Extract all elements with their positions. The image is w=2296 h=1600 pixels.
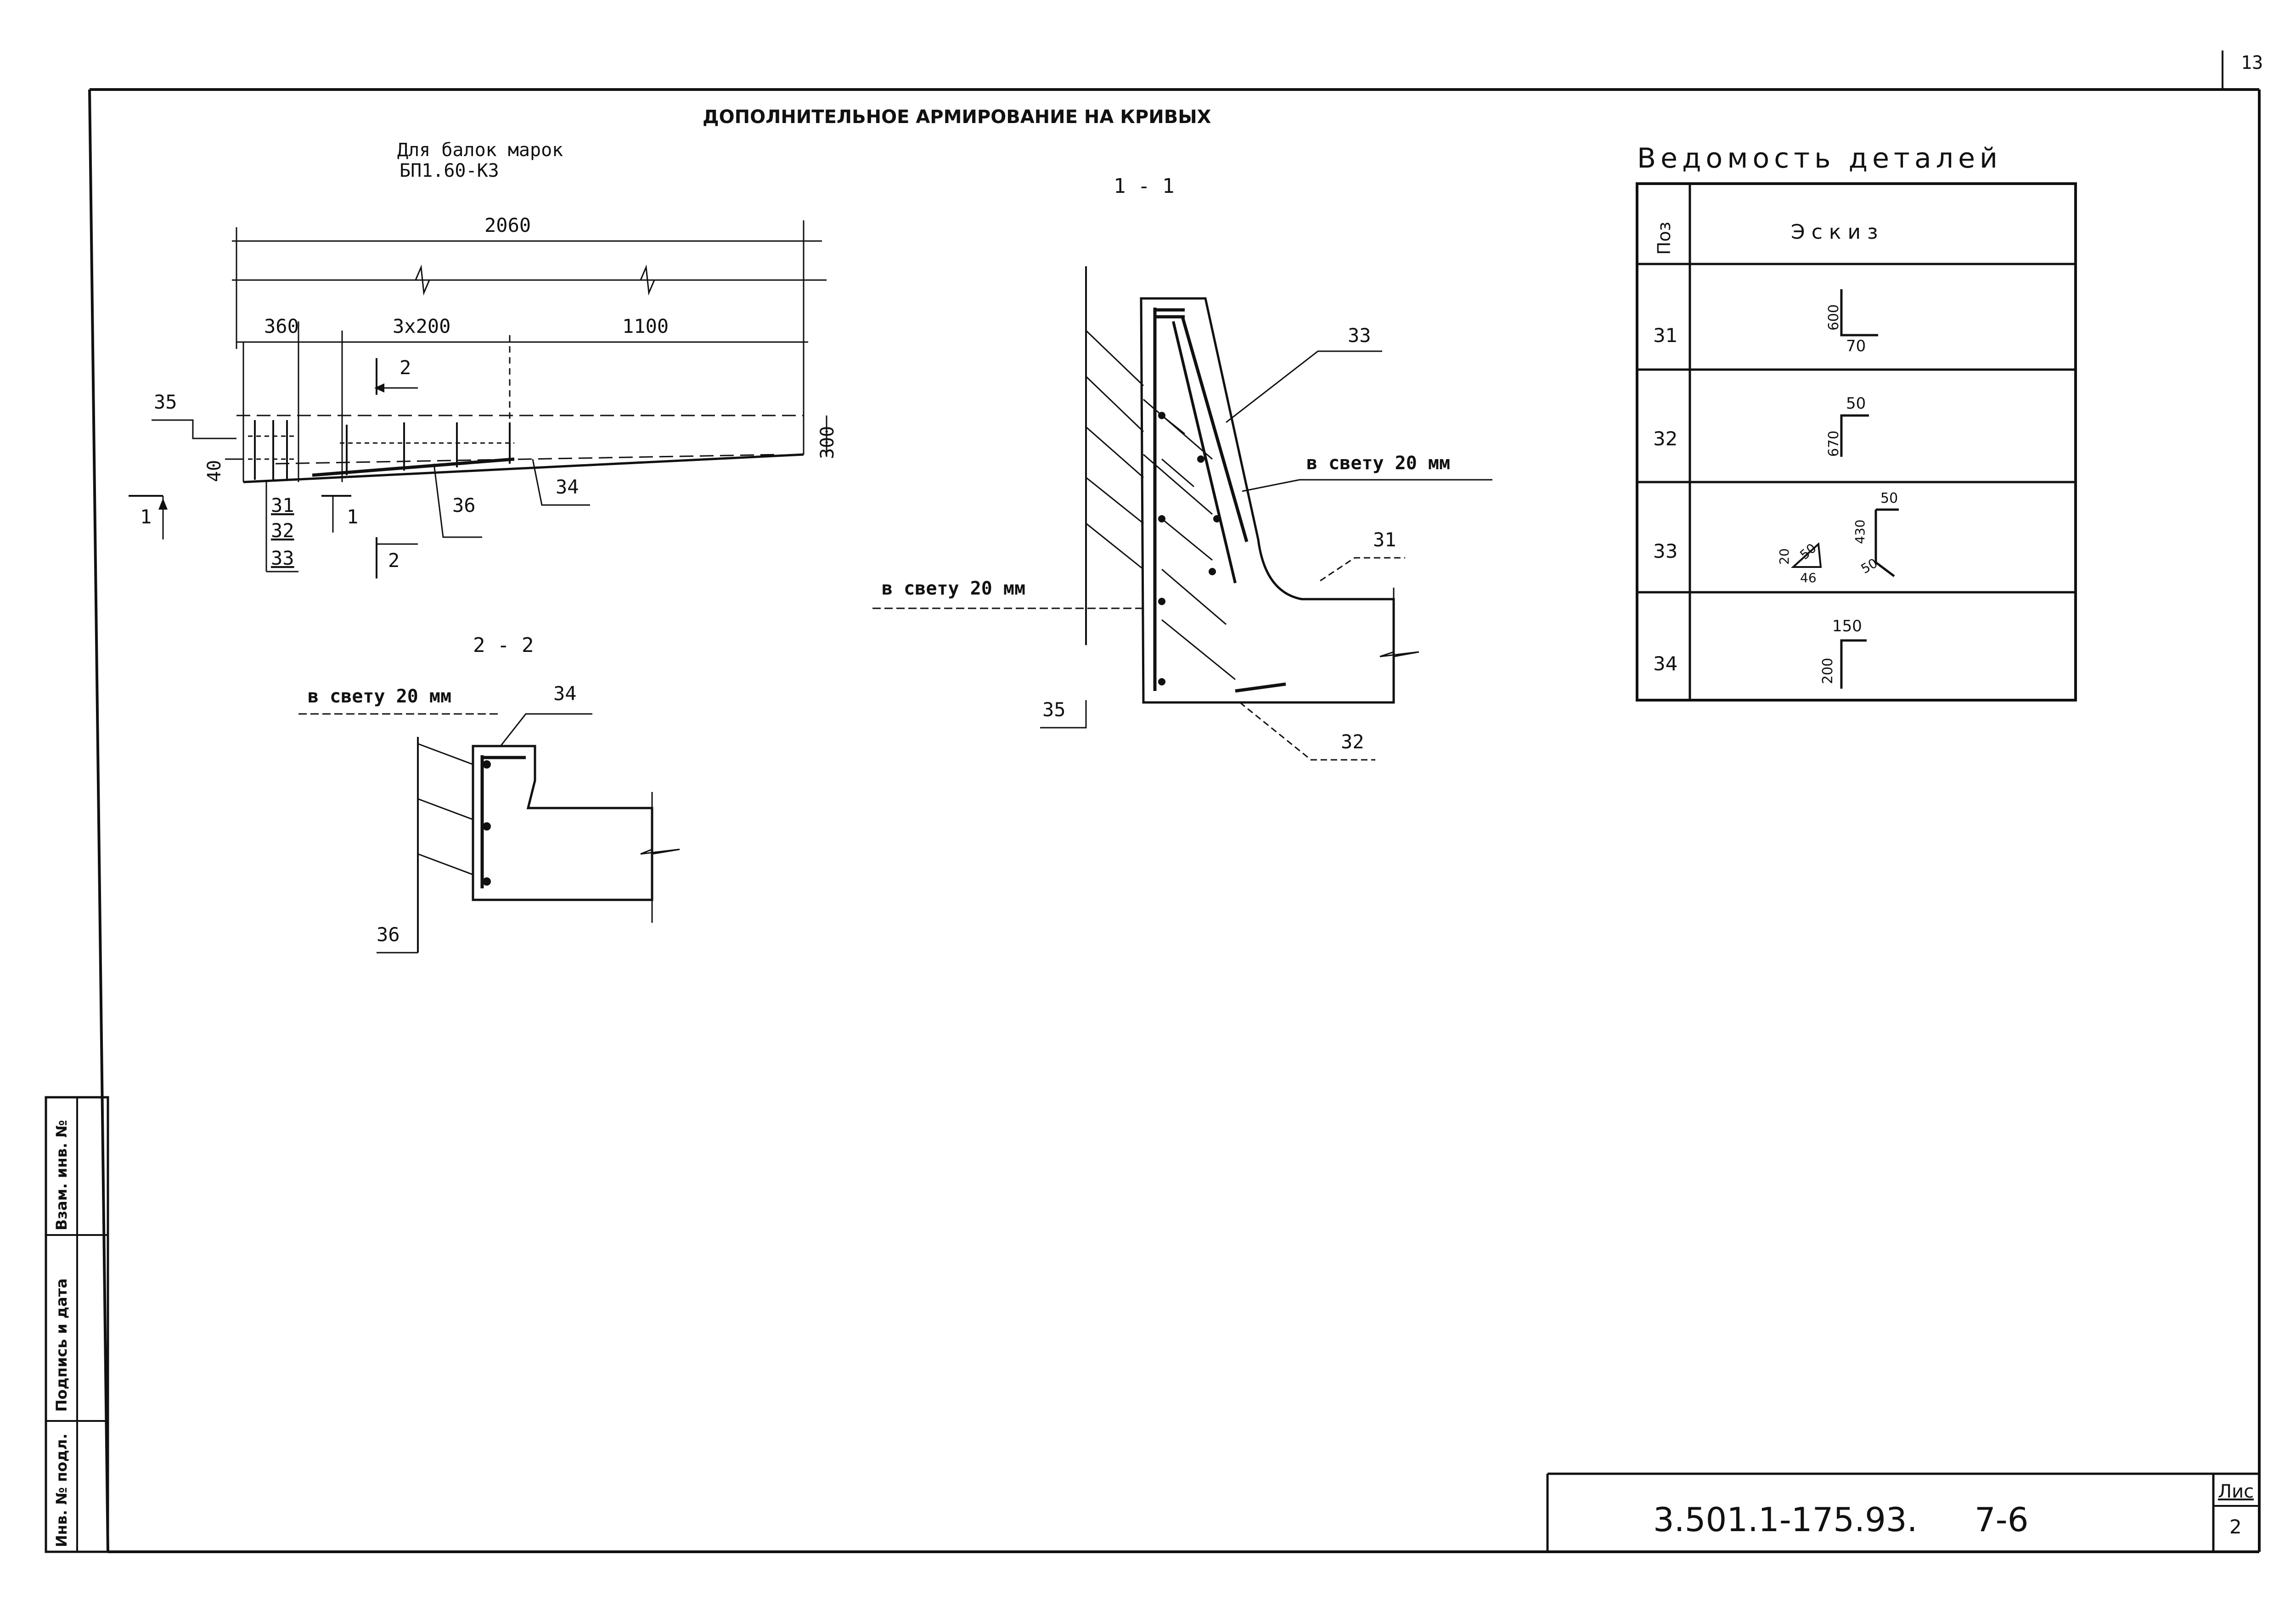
cut-1-1-marker: 1 1 — [129, 495, 358, 539]
schedule-row-34: 34 150 200 — [1653, 617, 1867, 689]
dim-360: 360 — [264, 315, 299, 337]
cut-1-mid-label: 1 — [347, 505, 358, 528]
schedule-dim: 50 — [1797, 540, 1819, 562]
schedule-dim: 200 — [1820, 658, 1836, 684]
elev-pos-34: 34 — [556, 476, 579, 498]
dim-3x200: 3х200 — [393, 315, 450, 337]
section-2-2: 2 - 2 в свету 20 мм 34 36 — [298, 634, 680, 954]
section-2-2-pos-36: 36 — [377, 923, 400, 946]
document-designation: 3.501.1-175.93. — [1653, 1500, 1918, 1539]
sheet-number: 2 — [2229, 1516, 2242, 1538]
cut-1-left-label: 1 — [140, 505, 152, 528]
schedule-title: Ведомость деталей — [1637, 142, 2002, 174]
elev-pos-36: 36 — [452, 494, 476, 516]
schedule-dim: 70 — [1846, 337, 1866, 355]
elev-pos-31: 31 — [271, 494, 294, 516]
section-2-2-pos-34: 34 — [553, 682, 577, 705]
section-1-1-pos-31: 31 — [1373, 528, 1396, 551]
section-1-1: 1 - 1 33 в свету — [872, 174, 1492, 761]
dim-2060: 2060 — [484, 214, 531, 236]
schedule-dim: 20 — [1777, 548, 1792, 565]
schedule-row-33: 33 20 50 46 430 50 50 — [1653, 490, 1899, 585]
schedule-col-sketch: Эскиз — [1791, 220, 1884, 244]
schedule-row-32: 32 50 670 — [1653, 394, 1869, 457]
schedule-row-31: 31 600 70 — [1653, 289, 1878, 355]
section-1-1-clear-note-left: в свету 20 мм — [882, 578, 1025, 599]
sheet-code: 7-6 — [1975, 1500, 2029, 1539]
cut-2-bottom-label: 2 — [388, 549, 400, 572]
section-2-2-title: 2 - 2 — [473, 634, 534, 657]
elev-pos-33: 33 — [271, 547, 294, 569]
section-1-1-title: 1 - 1 — [1114, 174, 1174, 198]
schedule-pos: 33 — [1653, 540, 1677, 562]
page-number: 13 — [2241, 52, 2263, 73]
schedule-dim: 150 — [1832, 617, 1862, 635]
title-block: 3.501.1-175.93. 7-6 Лис 2 — [1546, 1472, 2259, 1552]
beam-note-line2: БП1.60-К3 — [400, 160, 499, 181]
dim-300: 300 — [817, 426, 838, 459]
section-1-1-pos-33: 33 — [1348, 324, 1371, 347]
schedule-dim: 50 — [1880, 490, 1898, 506]
schedule-dim: 600 — [1826, 304, 1842, 331]
section-2-2-clear-note: в свету 20 мм — [308, 686, 451, 707]
stamp-inv-podl: Инв. № подл. — [53, 1433, 70, 1547]
elev-pos-32: 32 — [271, 519, 294, 542]
schedule-pos: 34 — [1653, 652, 1677, 675]
beam-note-line1: Для балок марок — [397, 140, 563, 161]
sheet-label: Лис — [2218, 1481, 2254, 1502]
schedule-dim: 670 — [1826, 431, 1842, 457]
elevation-stirrups — [248, 420, 514, 480]
stamp-vzam-inv: Взам. инв. № — [53, 1120, 70, 1230]
schedule-dim: 46 — [1800, 570, 1817, 585]
sheet-frame: 13 — [88, 51, 2263, 1553]
cut-2-2-marker: 2 2 — [374, 356, 418, 578]
schedule-dim: 50 — [1846, 394, 1866, 413]
dim-1100: 1100 — [622, 315, 669, 337]
section-1-1-clear-note-right: в свету 20 мм — [1306, 453, 1450, 474]
elevation-view: 2060 360 3х200 1100 — [129, 214, 838, 578]
section-1-1-pos-35: 35 — [1042, 698, 1066, 721]
cut-2-top-label: 2 — [400, 356, 411, 379]
schedule-dim: 430 — [1852, 520, 1868, 544]
main-title: ДОПОЛНИТЕЛЬНОЕ АРМИРОВАНИЕ НА КРИВЫХ — [703, 107, 1211, 128]
dim-40: 40 — [204, 460, 225, 482]
schedule-pos: 31 — [1653, 324, 1677, 347]
schedule-pos: 32 — [1653, 427, 1677, 450]
elev-pos-35: 35 — [154, 391, 177, 413]
parts-schedule: Ведомость деталей Поз Эскиз 31 600 70 32… — [1636, 142, 2077, 702]
stamp-podpis-data: Подпись и дата — [53, 1278, 70, 1412]
side-stamp: Инв. № подл. Подпись и дата Взам. инв. № — [45, 1096, 109, 1553]
section-1-1-pos-32: 32 — [1341, 730, 1364, 753]
schedule-col-pos: Поз — [1654, 222, 1674, 255]
